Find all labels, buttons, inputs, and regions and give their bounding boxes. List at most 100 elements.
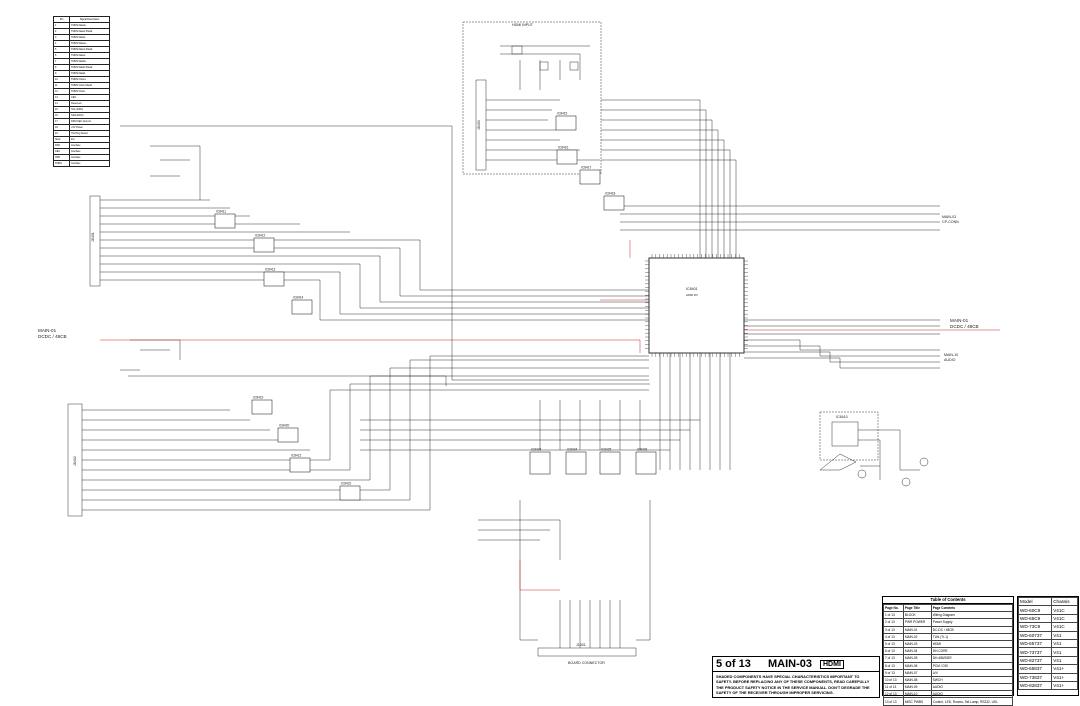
chip: IC8413 [263, 268, 285, 287]
toc-contents-cell: DC-DC / 48CB [930, 625, 1014, 634]
model-name-cell: WD-82837 [1017, 680, 1053, 691]
chip: IC8414 [291, 296, 313, 315]
chip: IC8417 [579, 166, 601, 185]
page-subtitle: HDMI [820, 660, 844, 669]
model-name-cell: WD-73737 [1017, 647, 1053, 657]
chip: IC8415 [555, 112, 577, 131]
title-block: 5 of 13 MAIN-03 HDMI SHADED COMPONENTS H… [712, 656, 880, 698]
chip-label: IC8414 [293, 296, 304, 300]
chip-label: IC8426 [637, 448, 648, 452]
connector-left-top-ref: J8401 [91, 232, 95, 242]
chip-body [579, 169, 601, 185]
model-header-model: Model [1017, 596, 1053, 607]
chip-layer: IC8411IC8412IC8413IC8414IC8415IC8416IC84… [214, 112, 657, 501]
chip-body [289, 457, 311, 473]
safety-warning: SHADED COMPONENTS HAVE SPECIAL CHARACTER… [716, 674, 870, 695]
chip-label: IC8424 [567, 448, 578, 452]
main-ic-sublabel: HDMI RX [686, 293, 698, 297]
model-chassis-cell: V41C [1051, 605, 1078, 615]
toc-title-cell: MAIN-07 [902, 668, 932, 677]
red-nets [100, 240, 1000, 591]
small-ic-block [819, 411, 879, 461]
chip-body [529, 451, 551, 475]
toc-title-cell: BLOCK [902, 611, 932, 620]
toc-page-cell: 11 of 13 [883, 683, 904, 692]
model-header-chassis: Chassis [1051, 596, 1078, 607]
bottom-connector [537, 647, 637, 657]
connector-top-ref: J8403 [477, 120, 481, 130]
toc-title-cell: PWR POWER [902, 618, 932, 627]
model-chassis-cell: V41C [1051, 622, 1078, 632]
small-ic-ref: IC8410 [836, 415, 848, 419]
toc-title-cell: MAIN-01 [902, 625, 932, 634]
chip-body [263, 271, 285, 287]
bottom-connector-label: BOARD CONNECTOR [568, 661, 605, 665]
toc-page-cell: 7 of 13 [883, 654, 904, 663]
chip-label: IC8417 [581, 166, 592, 170]
chip-label: IC8413 [265, 268, 276, 272]
model-name-cell: WD-73837 [1017, 672, 1053, 682]
model-chassis-cell: V41+ [1051, 664, 1078, 674]
chip: IC8425 [599, 448, 621, 475]
model-header-row: Model Chassis [1017, 596, 1078, 607]
chip-body [214, 213, 236, 229]
toc-title-cell: MAIN-06 [902, 661, 932, 670]
main-ic-pins [645, 254, 748, 357]
chip: IC8426 [635, 448, 657, 475]
toc-page-cell: 5 of 13 [883, 639, 904, 649]
pin-number-cell: TMDS [52, 160, 71, 167]
toc-title-cell: MAIN-08 [902, 675, 932, 685]
chip-body [291, 299, 313, 315]
chip-body [251, 399, 273, 415]
chip: IC8421 [289, 454, 311, 473]
toc-contents-cell: AUDIO [930, 683, 1014, 692]
main-ic [648, 257, 745, 354]
toc-header-title: Page Title [902, 603, 932, 613]
toc-header-contents: Page Contents [930, 603, 1014, 613]
toc-header-row: Page No. Page Title Page Contents [883, 603, 1014, 613]
model-name-cell: WD-73C9 [1017, 622, 1053, 632]
chip: IC8420 [277, 424, 299, 443]
main-right-label-2: DCDC / 48CB [950, 324, 979, 329]
chip-label: IC8411 [216, 210, 226, 214]
model-chassis-cell: V41 [1051, 630, 1078, 640]
model-chassis-cell: V41+ [1051, 680, 1078, 691]
toc-title-cell: MAIN-03 [902, 639, 932, 649]
chip: IC8424 [565, 448, 587, 475]
title-divider [713, 671, 879, 672]
model-name-cell: WD-60C9 [1017, 605, 1053, 615]
chip-label: IC8412 [255, 234, 266, 238]
chip-label: IC8421 [291, 454, 302, 458]
toc-page-cell: 2 of 13 [883, 618, 904, 627]
model-name-cell: WD-82737 [1017, 655, 1053, 666]
bottom-connector-ref: J1301 [576, 643, 586, 647]
main-right-label-3: MAIN-10 [944, 353, 958, 357]
table-of-contents: Table of Contents Page No. Page Title Pa… [882, 596, 1014, 706]
chip-label: IC8423 [531, 448, 542, 452]
model-name-cell: WD-65737 [1017, 638, 1053, 649]
toc-page-cell: 10 of 13 [883, 675, 904, 685]
toc-page-cell: 13 of 13 [883, 697, 904, 706]
chip-label: IC8415 [557, 112, 568, 116]
hdmi-input-block [462, 21, 602, 175]
toc-title-cell: MAIN-04 [902, 647, 932, 656]
connector-top [475, 79, 487, 171]
chip-label: IC8420 [279, 424, 290, 428]
pin-signal-cell: Interface [69, 160, 110, 167]
model-chassis-cell: V41 [1051, 638, 1078, 649]
